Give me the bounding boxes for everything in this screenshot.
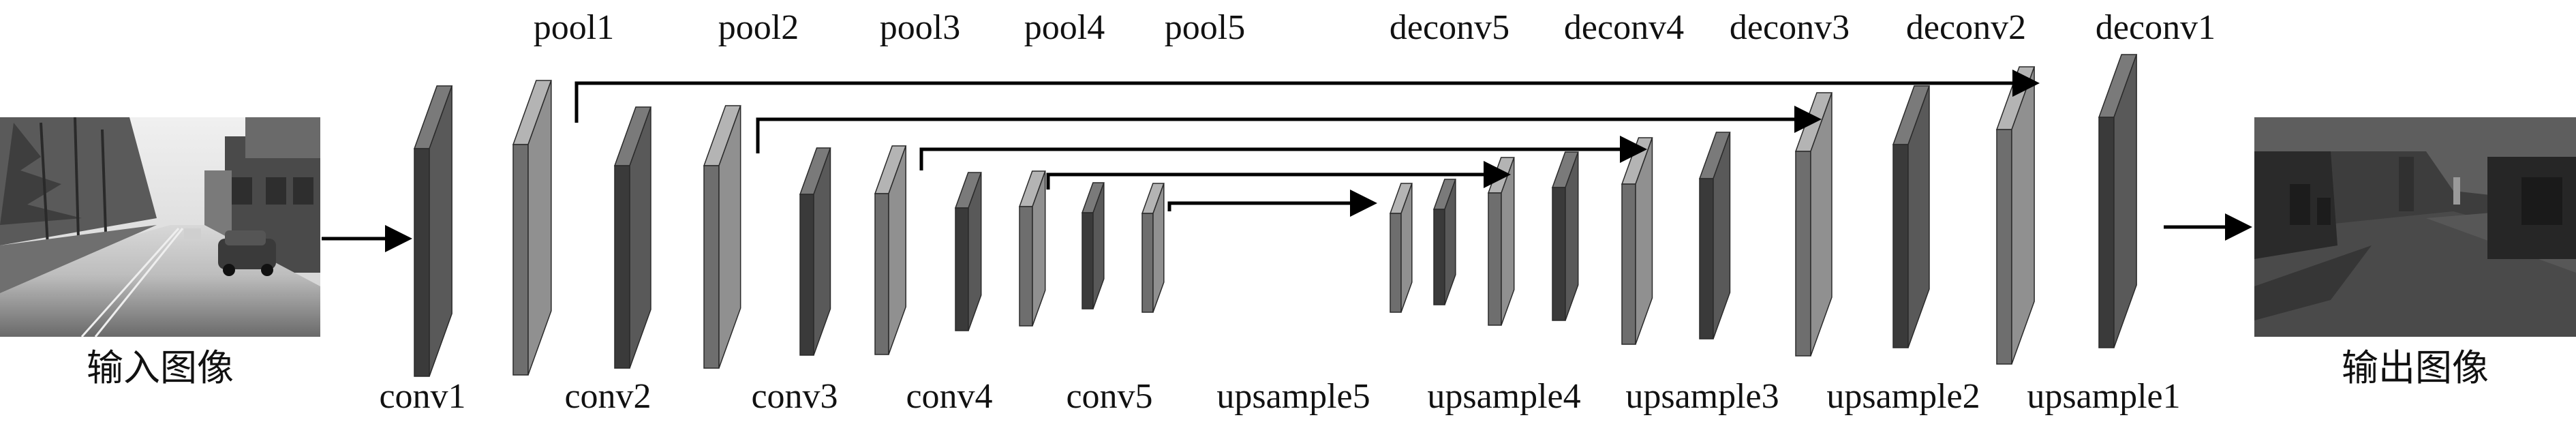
label-deconv1: deconv1	[2096, 8, 2215, 47]
conv3-block	[799, 147, 831, 356]
label-upsample5: upsample5	[1216, 377, 1370, 416]
label-pool5: pool5	[1165, 8, 1245, 47]
pool5-block	[1141, 183, 1165, 313]
label-pool1: pool1	[534, 8, 614, 47]
label-pool3: pool3	[880, 8, 960, 47]
label-upsample1: upsample1	[2027, 377, 2180, 416]
bottom-labels: conv1 conv2 conv3 conv4 conv5 upsample5 …	[379, 377, 2180, 416]
output-caption: 输出图像	[2342, 346, 2489, 389]
input-caption: 输入图像	[87, 346, 234, 389]
label-pool4: pool4	[1024, 8, 1105, 47]
conv2-block	[613, 106, 652, 369]
upsample5-block	[1389, 183, 1413, 313]
output-image	[2254, 117, 2576, 337]
input-image	[0, 117, 320, 337]
skip-arrow-pool1-upsample1	[574, 70, 2040, 123]
deconv4-block	[1551, 151, 1579, 321]
conv5-block	[1081, 182, 1105, 310]
layer-blocks	[413, 54, 2138, 377]
upsample1-block	[1995, 66, 2036, 365]
label-deconv3: deconv3	[1730, 8, 1850, 47]
pool1-block	[512, 80, 552, 376]
skip-arrow-pool2-upsample2	[756, 106, 1822, 153]
top-labels: pool1 pool2 pool3 pool4 pool5 deconv5 de…	[534, 8, 2215, 47]
skip-arrow-pool3-upsample3	[919, 136, 1647, 170]
skip-arrow-pool4-upsample4	[1046, 161, 1511, 190]
label-conv4: conv4	[906, 377, 992, 416]
pool3-block	[874, 145, 907, 355]
label-deconv5: deconv5	[1390, 8, 1509, 47]
label-conv3: conv3	[751, 377, 838, 416]
deconv2-block	[1892, 85, 1931, 348]
label-upsample3: upsample3	[1625, 377, 1779, 416]
conv4-block	[954, 172, 982, 331]
label-upsample2: upsample2	[1826, 377, 1980, 416]
skip-arrow-pool5-upsample5	[1167, 190, 1377, 217]
deconv3-block	[1698, 132, 1731, 340]
label-conv1: conv1	[379, 377, 465, 416]
deconv1-block	[2098, 54, 2138, 348]
label-upsample4: upsample4	[1427, 377, 1580, 416]
label-deconv2: deconv2	[1906, 8, 2026, 47]
upsample4-block	[1487, 157, 1515, 326]
label-conv2: conv2	[564, 377, 651, 416]
pool4-block	[1018, 170, 1046, 327]
upsample3-block	[1621, 137, 1653, 345]
pool2-block	[703, 105, 741, 369]
pooling-index-connections	[574, 70, 2040, 217]
label-conv5: conv5	[1066, 377, 1152, 416]
label-pool2: pool2	[718, 8, 799, 47]
conv1-block	[413, 85, 453, 377]
upsample2-block	[1794, 92, 1833, 357]
label-deconv4: deconv4	[1564, 8, 1684, 47]
deconv5-block	[1432, 179, 1456, 305]
